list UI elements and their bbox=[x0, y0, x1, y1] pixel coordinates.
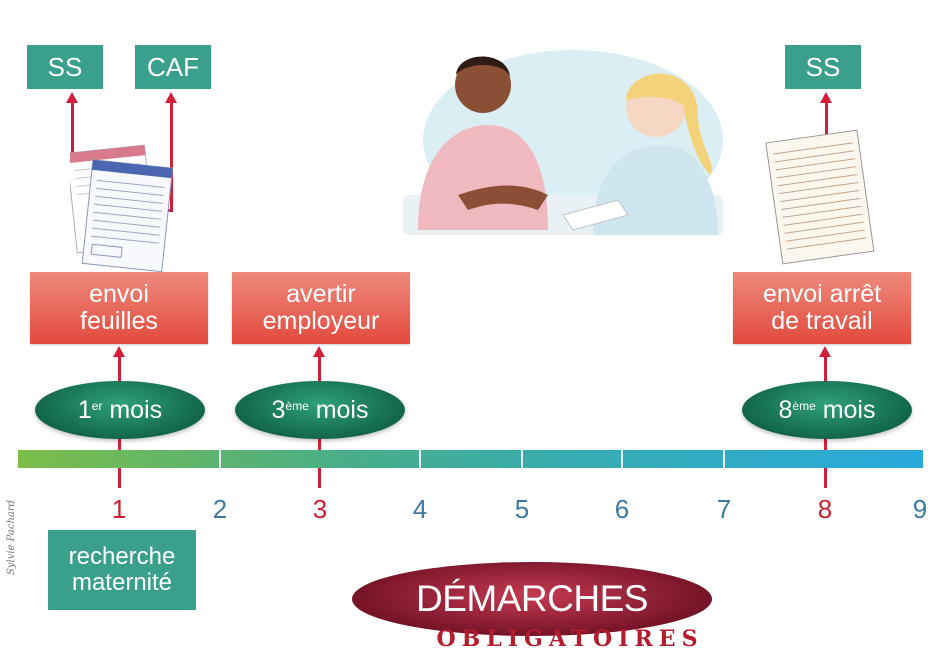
forms-illustration bbox=[70, 144, 174, 272]
action-line1: envoi bbox=[89, 279, 149, 308]
arrow-to-caf-line bbox=[170, 102, 173, 212]
ss-label: SS bbox=[47, 51, 83, 82]
milestone-num: 1 bbox=[77, 395, 92, 424]
action-line1: avertir bbox=[286, 279, 356, 308]
action-line2: feuilles bbox=[80, 307, 158, 335]
month-label-4: 4 bbox=[412, 494, 428, 524]
action-notify-employer: avertir employeur bbox=[232, 272, 410, 344]
caf-label: CAF bbox=[147, 51, 199, 82]
timeline-bar bbox=[18, 450, 923, 468]
artist-signature: Sylvie Pachard bbox=[6, 499, 17, 575]
timeline-tick bbox=[419, 448, 421, 470]
action-send-forms: envoi feuilles bbox=[30, 272, 208, 344]
ss-box-left: SS bbox=[27, 45, 103, 89]
milestone-sup: er bbox=[91, 399, 103, 413]
milestone-num: 8 bbox=[778, 395, 793, 424]
caf-box: CAF bbox=[135, 45, 211, 89]
timeline-tick bbox=[621, 448, 623, 470]
arrow-month1-head bbox=[113, 346, 125, 357]
milestone-sup: ème bbox=[285, 399, 309, 413]
action-line1: envoi arrêt bbox=[762, 279, 882, 308]
box-line1: recherche bbox=[68, 542, 176, 570]
box-line2: maternité bbox=[71, 569, 173, 596]
timeline-tick bbox=[723, 448, 725, 470]
month-label-9: 9 bbox=[912, 494, 928, 524]
search-maternity-box: recherche maternité bbox=[48, 530, 196, 610]
consultation-illustration bbox=[403, 50, 723, 235]
milestone-word: mois bbox=[315, 395, 369, 424]
title-main: DÉMARCHES bbox=[416, 578, 648, 619]
month-label-3: 3 bbox=[312, 494, 328, 524]
arrow-to-ss-line bbox=[71, 102, 74, 158]
month-label-5: 5 bbox=[514, 494, 530, 524]
action-send-sick-leave: envoi arrêt de travail bbox=[733, 272, 911, 344]
ss-box-right: SS bbox=[785, 45, 861, 89]
action-line2: employeur bbox=[262, 307, 380, 335]
month-label-6: 6 bbox=[614, 494, 630, 524]
main-title: DÉMARCHES bbox=[352, 562, 712, 636]
milestone-word: mois bbox=[109, 395, 163, 424]
month-label-1: 1 bbox=[111, 494, 127, 524]
milestone-word: mois bbox=[822, 395, 876, 424]
arrow-to-ss-right-head bbox=[820, 92, 832, 103]
milestone-sup: ème bbox=[792, 399, 816, 413]
action-line2: de travail bbox=[771, 307, 873, 335]
milestone-num: 3 bbox=[271, 395, 286, 424]
subtitle: OBLIGATOIRES bbox=[436, 626, 704, 652]
arrow-month3-head bbox=[313, 346, 325, 357]
arrow-to-caf-head bbox=[165, 92, 177, 103]
timeline-tick bbox=[219, 448, 221, 470]
arrow-to-ss-head bbox=[66, 92, 78, 103]
timeline-tick bbox=[521, 448, 523, 470]
ss-label: SS bbox=[805, 51, 841, 82]
arrow-to-ss-right-line bbox=[825, 102, 828, 138]
arrow-month8-head bbox=[819, 346, 831, 357]
sick-leave-form-illustration bbox=[765, 129, 875, 265]
month-label-8: 8 bbox=[817, 494, 833, 524]
month-label-7: 7 bbox=[716, 494, 732, 524]
month-label-2: 2 bbox=[212, 494, 228, 524]
